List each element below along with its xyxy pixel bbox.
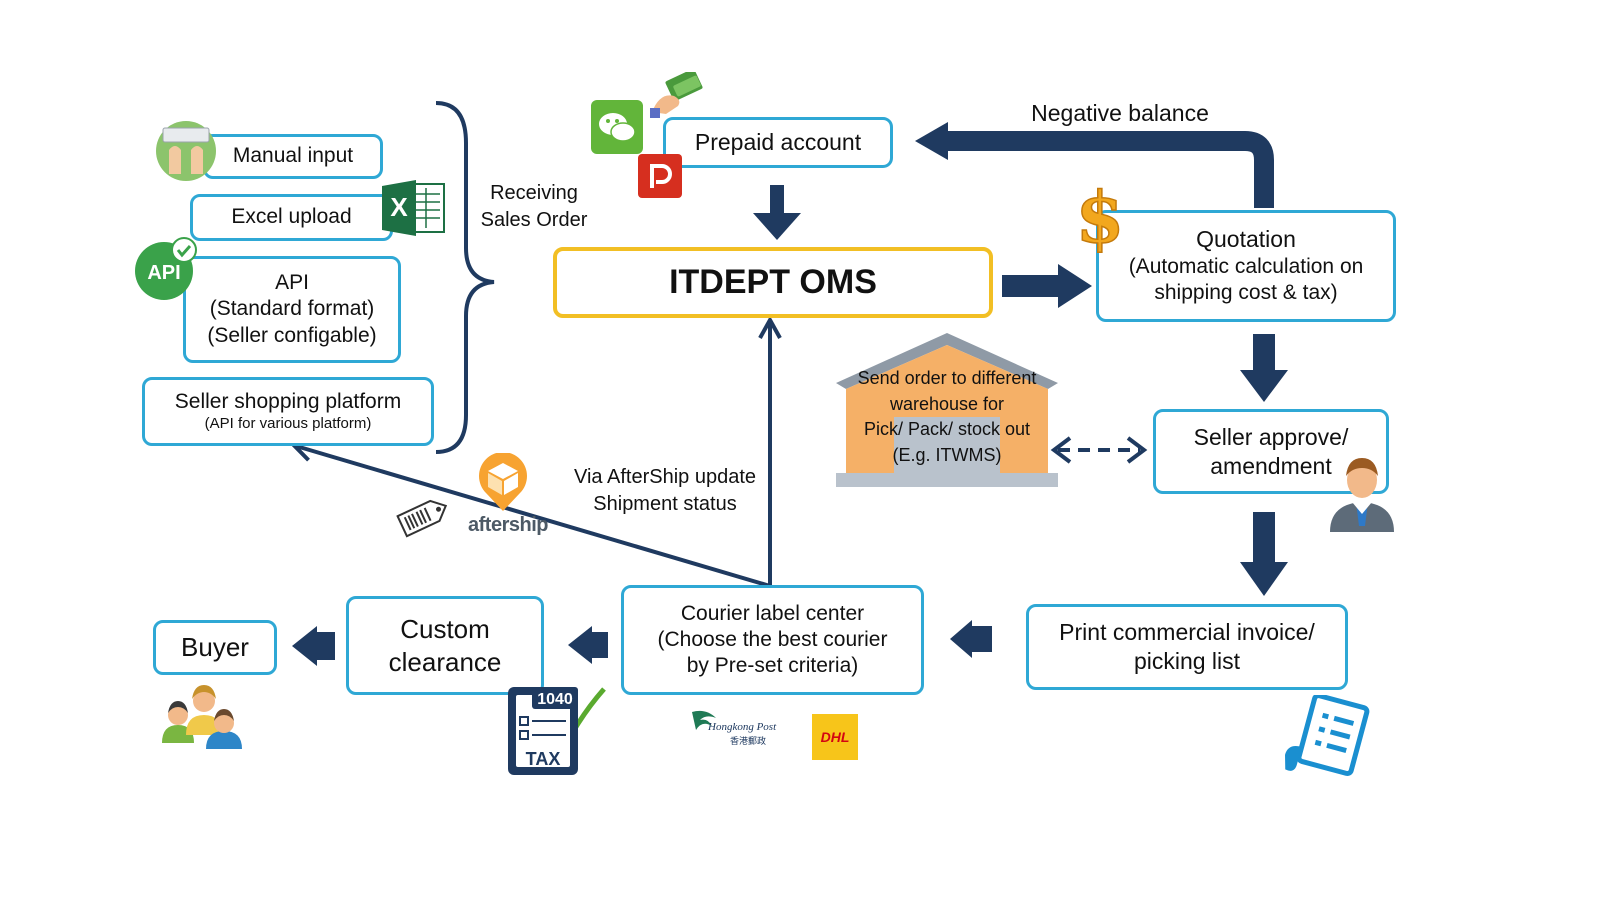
keyboard-hands-icon: [156, 121, 216, 181]
warehouse-label: Send order to different warehouse for Pi…: [857, 368, 1037, 465]
api-box: API (Standard format) (Seller configable…: [183, 256, 401, 363]
courier-line-1: Courier label center: [680, 601, 865, 625]
seller-approve-line-1: Seller approve/: [1193, 423, 1349, 450]
svg-text:香港郵政: 香港郵政: [730, 735, 766, 747]
receiving-sales-order-label: Receiving Sales Order: [480, 182, 588, 231]
api-label-2: (Standard format): [209, 297, 375, 321]
svg-text:X: X: [390, 192, 408, 222]
dhl-logo-icon: DHL: [812, 714, 858, 760]
svg-text:Hongkong Post: Hongkong Post: [707, 721, 777, 733]
status-update-line-left: [296, 446, 771, 588]
svg-text:$: $: [1076, 180, 1125, 256]
negative-balance-label: Negative balance: [1031, 100, 1209, 126]
seller-platform-box: Seller shopping platform (API for variou…: [142, 377, 434, 446]
hongkong-post-logo-icon: Hongkong Post 香港郵政: [692, 710, 777, 747]
quotation-box: Quotation (Automatic calculation on ship…: [1096, 210, 1396, 322]
print-invoice-box: Print commercial invoice/ picking list: [1026, 604, 1348, 690]
quotation-title: Quotation: [1196, 226, 1296, 253]
courier-line-3: by Pre-set criteria): [686, 654, 859, 678]
print-invoice-line-2: picking list: [1133, 648, 1241, 674]
itdept-oms-label: ITDEPT OMS: [669, 263, 877, 302]
api-label-1: API: [275, 271, 309, 295]
manual-input-box: Manual input: [203, 134, 383, 179]
seller-approve-line-2: amendment: [1210, 452, 1332, 479]
paypal-icon: [638, 154, 682, 198]
buyer-box: Buyer: [153, 620, 277, 675]
businessman-icon: [1330, 458, 1394, 532]
quotation-line-2: (Automatic calculation on: [1128, 255, 1364, 279]
manual-input-label: Manual input: [232, 144, 354, 168]
buyer-label: Buyer: [181, 632, 249, 663]
prepaid-account-label: Prepaid account: [694, 129, 862, 156]
seller-platform-sublabel: (API for various platform): [204, 415, 372, 433]
tax-form-icon: 1040 TAX: [508, 687, 606, 775]
curly-brace: [435, 101, 495, 454]
aftership-note-label: Via AfterShip update Shipment status: [574, 466, 756, 515]
quotation-line-3: shipping cost & tax): [1154, 281, 1338, 305]
aftership-wordmark: aftership: [468, 514, 548, 536]
excel-icon: X: [382, 180, 445, 236]
custom-clearance-line-2: clearance: [388, 646, 502, 677]
excel-upload-label: Excel upload: [231, 205, 352, 229]
prepaid-account-box: Prepaid account: [663, 117, 893, 168]
courier-line-2: (Choose the best courier: [657, 627, 888, 651]
svg-text:DHL: DHL: [821, 729, 850, 745]
svg-text:1040: 1040: [537, 691, 573, 708]
wechat-icon: [591, 100, 643, 154]
warehouse-icon: [836, 333, 1058, 487]
negative-balance-arrow: [940, 131, 1274, 208]
custom-clearance-box: Custom clearance: [346, 596, 544, 695]
itdept-oms-box: ITDEPT OMS: [553, 247, 993, 318]
svg-text:TAX: TAX: [526, 749, 561, 769]
seller-platform-label: Seller shopping platform: [174, 390, 402, 413]
aftership-logo-icon: [479, 453, 527, 511]
dollar-icon: $: [1075, 180, 1125, 256]
barcode-tag-icon: [396, 499, 448, 538]
custom-clearance-line-1: Custom: [400, 614, 490, 644]
people-group-icon: [162, 685, 242, 749]
invoice-scroll-icon: [1285, 695, 1370, 776]
excel-upload-box: Excel upload: [190, 194, 393, 241]
api-badge-icon: API: [135, 237, 197, 300]
svg-text:API: API: [147, 262, 180, 284]
courier-label-center-box: Courier label center (Choose the best co…: [621, 585, 924, 695]
print-invoice-line-1: Print commercial invoice/: [1059, 619, 1315, 646]
money-hand-icon: [650, 72, 703, 118]
api-label-3: (Seller configable): [207, 323, 377, 347]
